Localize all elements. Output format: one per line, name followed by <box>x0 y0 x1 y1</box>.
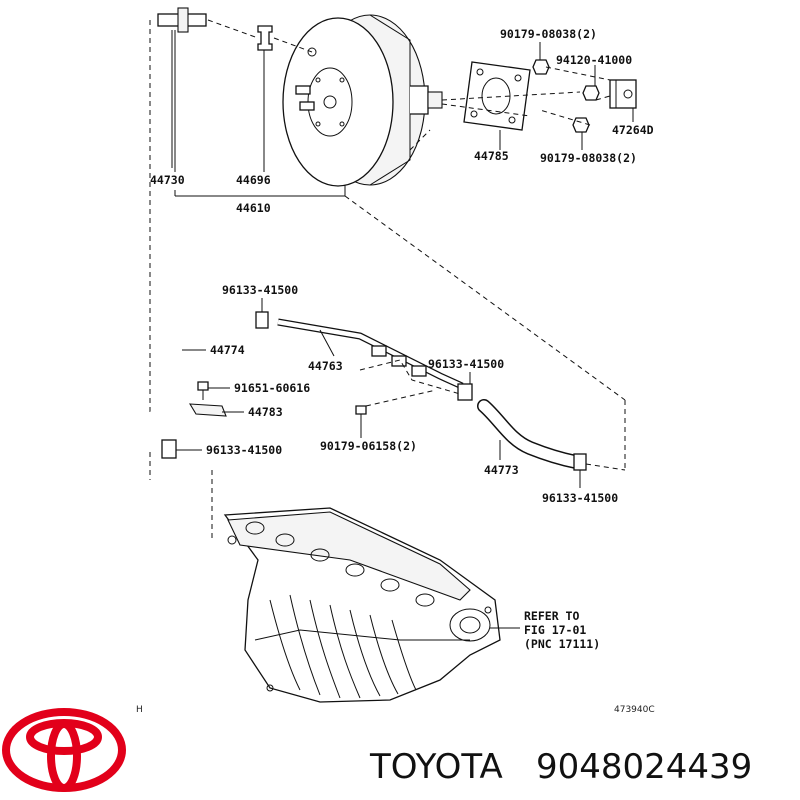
nut-90179-08038-lower <box>572 117 590 133</box>
label-91651-60616: 91651-60616 <box>234 381 310 395</box>
label-44774: 44774 <box>210 343 245 357</box>
booster-body-44610 <box>282 14 443 187</box>
clamp-96133-41500-a <box>255 311 269 329</box>
brake-booster-group <box>149 7 637 480</box>
label-96133-41500-d: 96133-41500 <box>542 491 618 505</box>
clamp-96133-41500-d <box>573 453 587 471</box>
label-44696: 44696 <box>236 173 271 187</box>
label-90179-08038-upper: 90179-08038(2) <box>500 27 597 41</box>
pipe-44763 <box>277 318 464 390</box>
refer-line-1: REFER TO <box>524 609 579 623</box>
intake-manifold <box>223 507 520 703</box>
toyota-logo-icon <box>2 708 126 792</box>
refer-line-3: (PNC 17111) <box>524 637 600 651</box>
push-rod-44730 <box>157 7 207 168</box>
label-47264D: 47264D <box>612 123 654 137</box>
figure-code: 473940C <box>614 705 655 715</box>
clevis-47264D <box>609 79 637 109</box>
label-44610: 44610 <box>236 201 271 215</box>
bracket-44783 <box>188 403 227 417</box>
label-44785: 44785 <box>474 149 509 163</box>
grommet-44696 <box>257 25 273 51</box>
label-96133-41500-a: 96133-41500 <box>222 283 298 297</box>
clamp-96133-41500-c <box>161 439 177 459</box>
label-94120-41000: 94120-41000 <box>556 53 632 67</box>
refer-line-2: FIG 17-01 <box>524 623 586 637</box>
label-90179-06158: 90179-06158(2) <box>320 439 417 453</box>
label-44783: 44783 <box>248 405 283 419</box>
label-44773: 44773 <box>484 463 519 477</box>
nut-90179-08038-upper <box>532 59 550 75</box>
label-44730: 44730 <box>150 173 185 187</box>
brand-name: TOYOTA <box>369 747 503 787</box>
corner-mark: H <box>136 705 143 715</box>
part-number: 9048024439 <box>536 747 752 787</box>
bolt-91651-60616 <box>197 381 209 400</box>
gasket-plate-44785 <box>463 61 531 131</box>
part-labels: 44730 44696 44610 90179-08038(2) 94120-4… <box>136 27 655 715</box>
label-96133-41500-c: 96133-41500 <box>206 443 282 457</box>
clamp-96133-41500-b <box>457 383 473 401</box>
bolt-90179-06158 <box>355 405 367 424</box>
vacuum-hose-group <box>142 298 626 540</box>
label-44763: 44763 <box>308 359 343 373</box>
label-90179-08038-lower: 90179-08038(2) <box>540 151 637 165</box>
nut-94120-41000 <box>582 85 600 101</box>
label-96133-41500-b: 96133-41500 <box>428 357 504 371</box>
